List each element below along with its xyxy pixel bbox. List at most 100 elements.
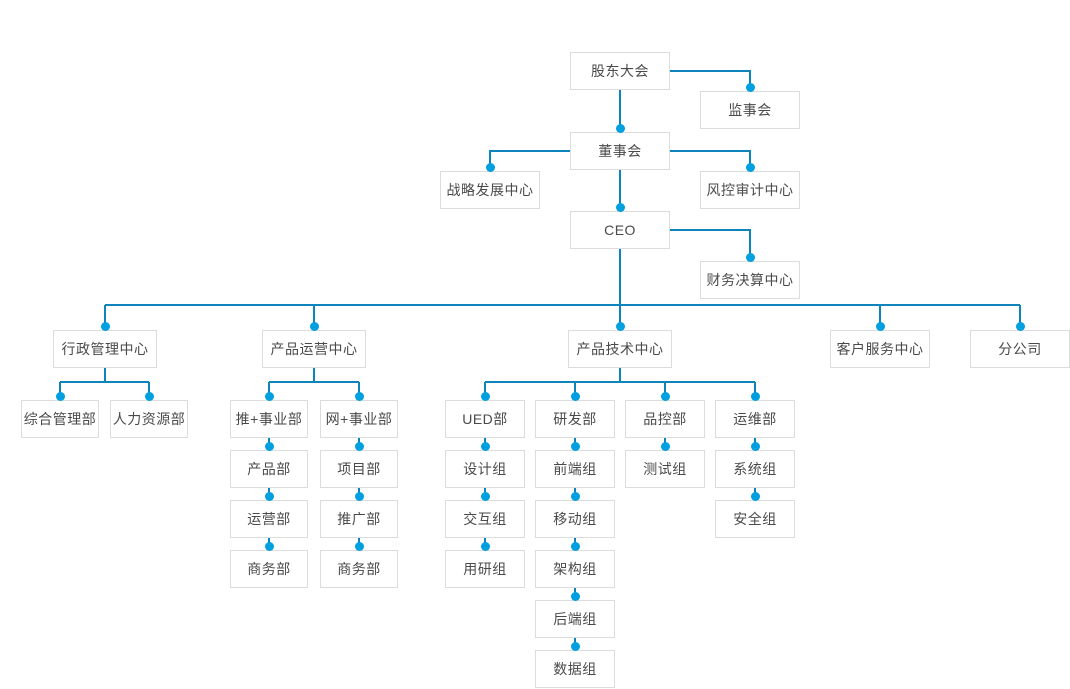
- org-node-label: 项目部: [337, 461, 381, 477]
- connector-dot: [309, 321, 319, 331]
- org-node[interactable]: 产品技术中心: [568, 330, 672, 368]
- org-node-label: CEO: [604, 222, 636, 238]
- org-node-label: 安全组: [733, 511, 777, 527]
- connector-dot: [264, 491, 274, 501]
- connector-dot: [144, 391, 154, 401]
- connector-dot: [480, 441, 490, 451]
- org-node-label: 设计组: [463, 461, 507, 477]
- org-node[interactable]: 商务部: [230, 550, 308, 588]
- org-node[interactable]: 系统组: [715, 450, 795, 488]
- org-node[interactable]: 综合管理部: [21, 400, 99, 438]
- org-node-label: 架构组: [553, 561, 597, 577]
- connector-dot: [354, 441, 364, 451]
- connector-dot: [750, 391, 760, 401]
- org-node-label: 交互组: [463, 511, 507, 527]
- org-node-label: 人力资源部: [112, 411, 186, 427]
- connector-dot: [570, 441, 580, 451]
- org-node-label: 监事会: [728, 102, 772, 118]
- org-node[interactable]: 数据组: [535, 650, 615, 688]
- org-node[interactable]: 移动组: [535, 500, 615, 538]
- org-node-label: 运营部: [247, 511, 291, 527]
- org-node-label: 前端组: [553, 461, 597, 477]
- connector-dot: [615, 321, 625, 331]
- connector-dot: [660, 391, 670, 401]
- org-node[interactable]: 交互组: [445, 500, 525, 538]
- connector-dot: [615, 123, 625, 133]
- org-node-label: UED部: [462, 411, 508, 427]
- org-node-label: 运维部: [733, 411, 777, 427]
- org-node[interactable]: 架构组: [535, 550, 615, 588]
- org-node[interactable]: 前端组: [535, 450, 615, 488]
- org-node[interactable]: 运维部: [715, 400, 795, 438]
- org-node[interactable]: 推+事业部: [230, 400, 308, 438]
- org-node[interactable]: 商务部: [320, 550, 398, 588]
- org-node[interactable]: 分公司: [970, 330, 1070, 368]
- connector-dot: [485, 162, 495, 172]
- org-node[interactable]: 研发部: [535, 400, 615, 438]
- org-node-label: 风控审计中心: [706, 182, 794, 198]
- org-node[interactable]: 设计组: [445, 450, 525, 488]
- org-node[interactable]: 后端组: [535, 600, 615, 638]
- org-node[interactable]: 推广部: [320, 500, 398, 538]
- connector-dot: [264, 391, 274, 401]
- connector-dot: [354, 541, 364, 551]
- org-node-label: 系统组: [733, 461, 777, 477]
- org-node-label: 商务部: [337, 561, 381, 577]
- org-node-label: 产品部: [247, 461, 291, 477]
- org-node[interactable]: 品控部: [625, 400, 705, 438]
- org-node[interactable]: 网+事业部: [320, 400, 398, 438]
- org-node-label: 推+事业部: [235, 411, 303, 427]
- connector-line: [670, 150, 751, 171]
- org-node[interactable]: 董事会: [570, 132, 670, 170]
- org-node[interactable]: 安全组: [715, 500, 795, 538]
- connector-dot: [480, 541, 490, 551]
- connector-dot: [570, 541, 580, 551]
- connector-dot: [264, 441, 274, 451]
- connector-dot: [100, 321, 110, 331]
- org-node[interactable]: 风控审计中心: [700, 171, 800, 209]
- connector-dot: [354, 491, 364, 501]
- connector-dot: [570, 591, 580, 601]
- org-node-label: 测试组: [643, 461, 687, 477]
- org-node[interactable]: 人力资源部: [110, 400, 188, 438]
- org-node[interactable]: 测试组: [625, 450, 705, 488]
- connector-line: [670, 70, 751, 91]
- connector-dot: [55, 391, 65, 401]
- org-node-label: 财务决算中心: [706, 272, 794, 288]
- connector-dot: [750, 491, 760, 501]
- org-node-label: 客户服务中心: [836, 341, 924, 357]
- org-node-label: 分公司: [998, 341, 1042, 357]
- connector-dot: [750, 441, 760, 451]
- connector-dot: [745, 162, 755, 172]
- org-node-label: 数据组: [553, 661, 597, 677]
- org-node[interactable]: 产品运营中心: [262, 330, 366, 368]
- org-node-label: 推广部: [337, 511, 381, 527]
- org-node[interactable]: 行政管理中心: [53, 330, 157, 368]
- org-node[interactable]: 战略发展中心: [440, 171, 540, 209]
- connector-dot: [745, 82, 755, 92]
- org-node-label: 董事会: [598, 143, 642, 159]
- org-node-label: 用研组: [463, 561, 507, 577]
- org-node[interactable]: 用研组: [445, 550, 525, 588]
- org-node[interactable]: 产品部: [230, 450, 308, 488]
- connector-dot: [570, 391, 580, 401]
- org-node[interactable]: CEO: [570, 211, 670, 249]
- connector-dot: [745, 252, 755, 262]
- org-node-label: 战略发展中心: [446, 182, 534, 198]
- org-node-label: 移动组: [553, 511, 597, 527]
- connector-dot: [480, 391, 490, 401]
- connector-line: [670, 229, 751, 261]
- org-node[interactable]: 项目部: [320, 450, 398, 488]
- org-node[interactable]: 财务决算中心: [700, 261, 800, 299]
- org-node-label: 综合管理部: [23, 411, 97, 427]
- connector-dot: [570, 491, 580, 501]
- org-node[interactable]: 运营部: [230, 500, 308, 538]
- org-node-label: 研发部: [553, 411, 597, 427]
- org-node[interactable]: 客户服务中心: [830, 330, 930, 368]
- org-node[interactable]: 监事会: [700, 91, 800, 129]
- org-node[interactable]: UED部: [445, 400, 525, 438]
- connector-dot: [354, 391, 364, 401]
- org-node-label: 品控部: [643, 411, 687, 427]
- org-node[interactable]: 股东大会: [570, 52, 670, 90]
